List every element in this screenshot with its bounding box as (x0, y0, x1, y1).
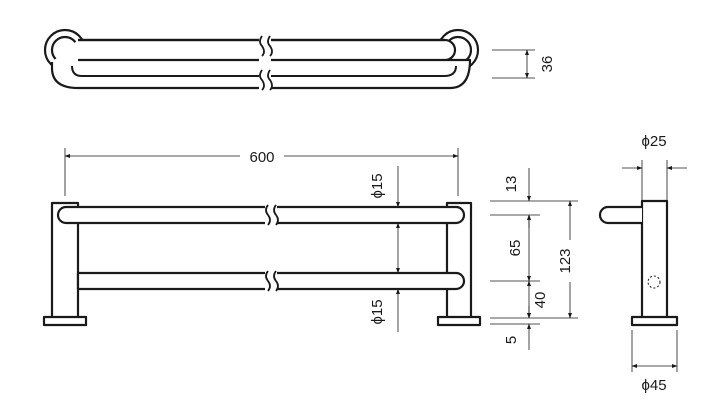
side-base (630, 315, 679, 327)
dim-base-dia: ϕ45 (641, 377, 666, 394)
height-dimensions: 13 65 40 5 123 (490, 168, 578, 350)
dim-top-depth: 36 (539, 56, 556, 73)
left-base (42, 315, 88, 327)
top-view: 36 (43, 28, 556, 94)
front-view: 600 ϕ15 ϕ15 (42, 148, 482, 332)
dim-post-dia: ϕ25 (641, 133, 666, 150)
dim-overall-length: 600 (249, 149, 274, 166)
set-screw-icon (647, 275, 661, 289)
dim-total-height: 123 (557, 248, 574, 273)
dim-bar-dia-lower: ϕ15 (369, 299, 386, 324)
dim-base-thickness: 5 (503, 336, 520, 344)
right-base (436, 315, 482, 327)
upper-bar (56, 205, 466, 225)
side-view: ϕ25 ϕ45 (598, 133, 687, 394)
dim-lower-height: 40 (532, 292, 549, 309)
dim-bar-dia-upper: ϕ15 (369, 173, 386, 198)
side-post (640, 199, 669, 320)
side-bar-end (598, 205, 642, 225)
dim-bar-spacing: 65 (507, 240, 524, 257)
dim-top-offset: 13 (503, 176, 520, 193)
